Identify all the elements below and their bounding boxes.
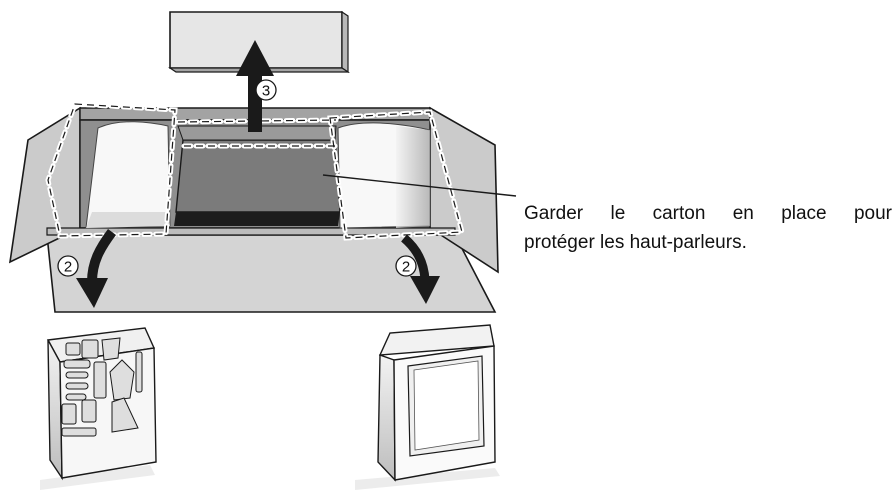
- callout-word: carton: [652, 203, 706, 224]
- callout-word: pour: [853, 203, 892, 224]
- callout-word: le: [610, 203, 626, 224]
- callout-text: Garder le carton en place pour protéger …: [524, 199, 892, 257]
- right-insert-in-carton: [337, 122, 431, 229]
- left-insert-in-carton: [85, 121, 171, 229]
- arrow-right-down: [400, 234, 440, 304]
- callout-word: Garder: [524, 203, 584, 224]
- arrow-left-down: [76, 229, 117, 308]
- callout-line-2: protéger les haut-parleurs.: [524, 232, 747, 253]
- step-marker-2-right: 2: [395, 255, 417, 277]
- svg-text:2: 2: [64, 259, 72, 276]
- svg-text:3: 3: [262, 83, 270, 100]
- removed-right-insert: [355, 324, 500, 490]
- callout-word: en: [732, 203, 754, 224]
- step-marker-3: 3: [255, 79, 277, 101]
- removed-left-insert: [40, 327, 157, 490]
- protective-board: [174, 125, 341, 226]
- svg-text:2: 2: [402, 259, 410, 276]
- callout-leader-line: [322, 174, 517, 197]
- callout-word: place: [781, 203, 827, 224]
- step-marker-2-left: 2: [57, 255, 79, 277]
- callout-line-1: Garder le carton en place pour: [524, 199, 892, 228]
